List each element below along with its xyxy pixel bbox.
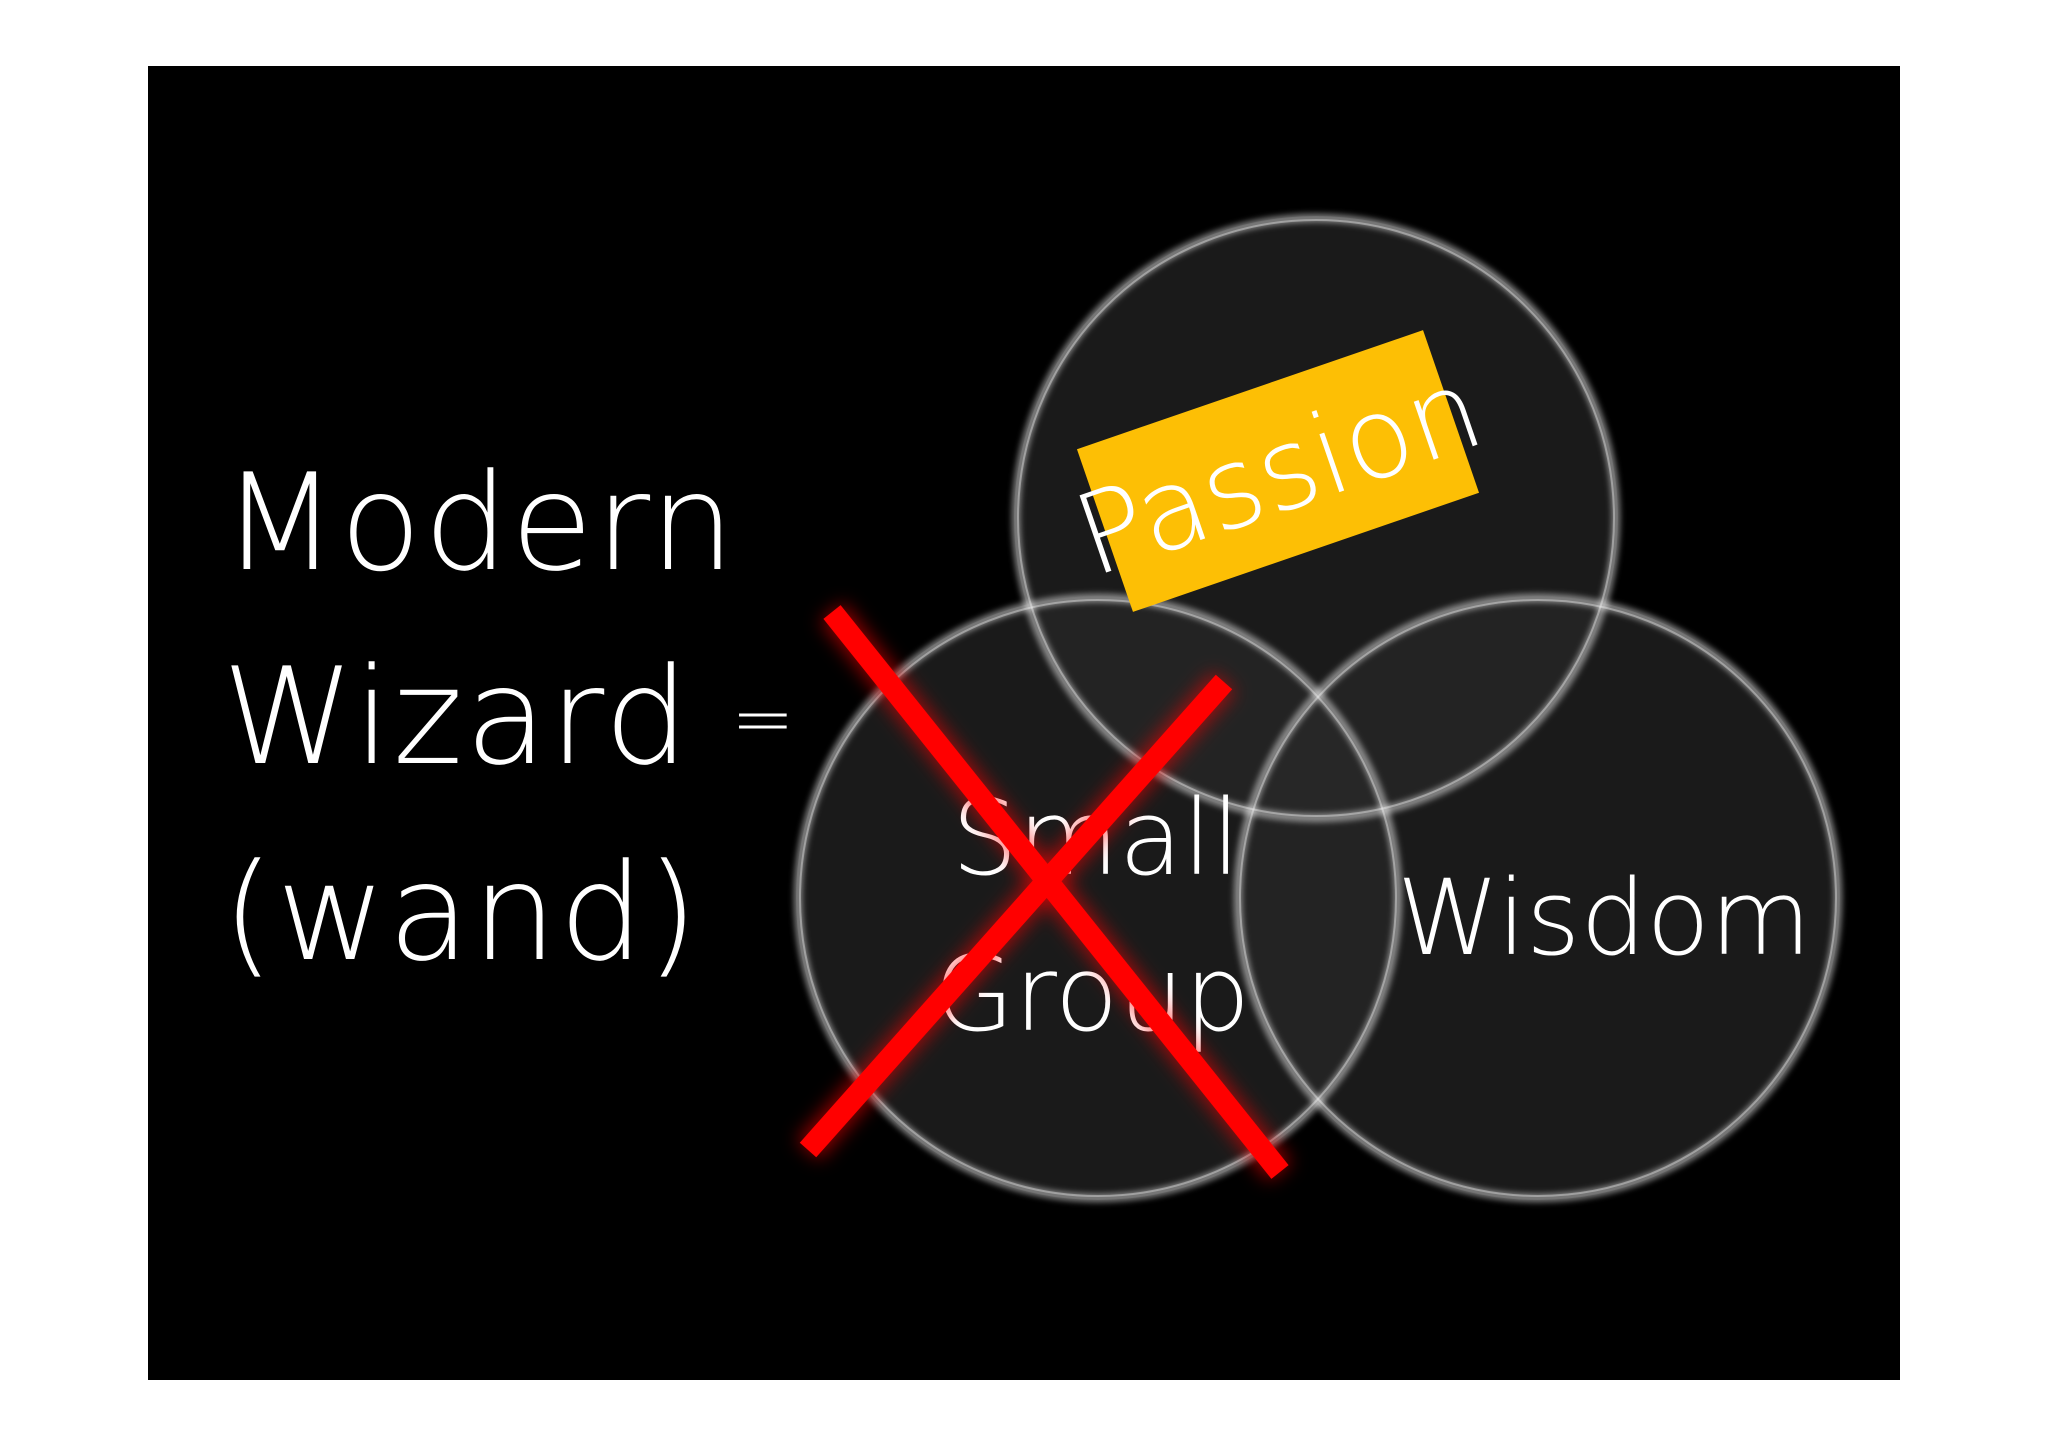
slide-title: Modern Wizard = (wand) — [222, 426, 797, 1010]
passion-highlight-rect — [1076, 330, 1480, 612]
equals-sign: = — [731, 674, 797, 763]
title-line-1: Modern — [222, 445, 737, 601]
slide: Modern Wizard = (wand) — [148, 66, 1900, 1380]
circle-rims — [793, 213, 1843, 1203]
cross-out-x — [796, 602, 1292, 1182]
cross-stroke-2 — [799, 674, 1233, 1158]
title-word-wizard: Wizard — [222, 639, 692, 795]
wisdom-label: Wisdom — [1397, 857, 1812, 979]
title-line-3: (wand) — [222, 835, 701, 991]
circle-rims-inner — [799, 219, 1837, 1197]
title-line-2: Wizard = — [222, 620, 797, 816]
circles-layer — [796, 216, 1840, 1200]
cross-stroke-1 — [823, 605, 1289, 1179]
venn-diagram: Passion Small Group Wisdom — [793, 213, 1843, 1203]
circle-wisdom — [1236, 596, 1840, 1200]
